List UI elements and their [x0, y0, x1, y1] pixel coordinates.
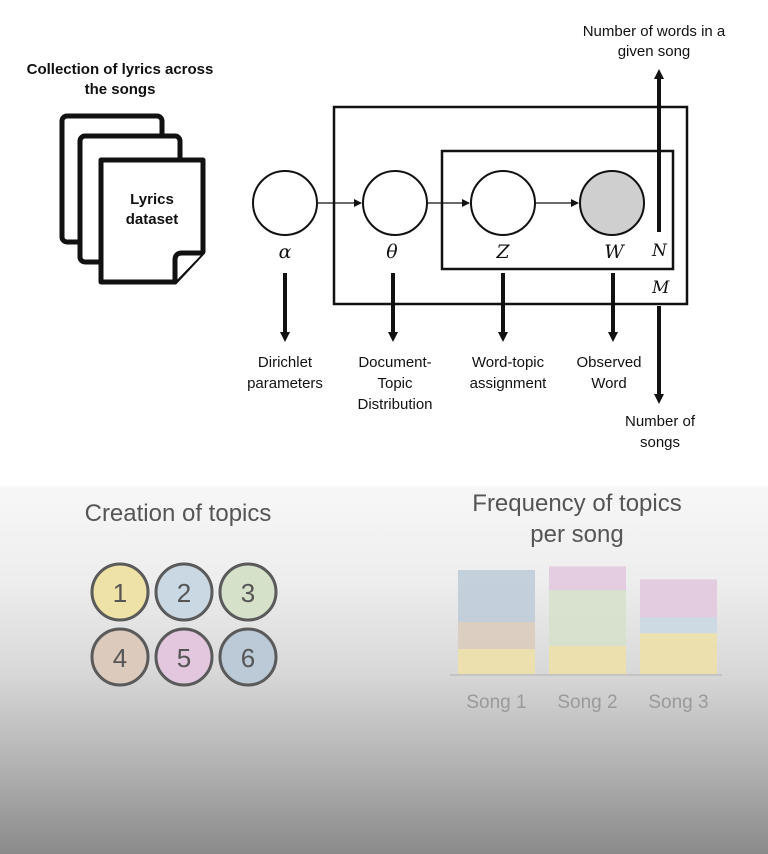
label-alpha-line1: Dirichlet [258, 354, 313, 371]
topic-circle-4 [90, 627, 150, 687]
label-w-line1: Observed [576, 354, 641, 371]
document-stack-icon [59, 113, 206, 285]
topic-circle-3 [218, 562, 278, 622]
node-w-observed [579, 170, 645, 236]
bar-segment-song-2-topic-3 [549, 590, 626, 647]
topics-title: Creation of topics [85, 500, 272, 527]
topic-circle-5 [154, 627, 214, 687]
symbol-w: W [604, 241, 625, 263]
dataset-label-line1: Lyrics [130, 191, 174, 208]
symbol-alpha: α [279, 241, 292, 263]
topic-circle-1 [90, 562, 150, 622]
m-annotation-line2: songs [640, 434, 680, 451]
category-label-3: Song 3 [648, 692, 708, 713]
label-theta-line2: Topic [377, 375, 413, 392]
plate-inner [440, 149, 675, 271]
node-theta [362, 170, 428, 236]
bar-segment-song-2-topic-5 [549, 566, 626, 591]
label-z-line2: assignment [470, 375, 548, 392]
label-theta-line1: Document- [358, 354, 431, 371]
topic-circle-6 [218, 627, 278, 687]
collection-title-line2: the songs [85, 81, 156, 98]
bar-segment-song-3-topic-2 [640, 617, 717, 634]
plate-outer [332, 105, 689, 306]
frequency-chart: Song 1 Song 2 Song 3 [458, 566, 717, 713]
topic-number-3: 3 [241, 578, 255, 608]
plate-outer-label: M [651, 278, 670, 298]
node-alpha [252, 170, 318, 236]
topic-number-5: 5 [177, 643, 191, 673]
category-label-2: Song 2 [557, 692, 617, 713]
bar-segment-song-1-topic-1 [458, 649, 535, 674]
bar-segment-song-1-topic-6 [458, 570, 535, 622]
bar-segment-song-1-topic-4 [458, 622, 535, 650]
bar-segment-song-3-topic-5 [640, 579, 717, 618]
freq-title-line2: per song [530, 521, 623, 548]
bar-segment-song-3-topic-1 [640, 633, 717, 674]
plate-inner-label: N [651, 241, 668, 261]
bar-segment-song-2-topic-1 [549, 646, 626, 674]
label-theta-line3: Distribution [357, 396, 432, 413]
topic-circle-2 [154, 562, 214, 622]
symbol-z: Z [495, 241, 510, 263]
topic-number-4: 4 [113, 643, 127, 673]
topic-number-2: 2 [177, 578, 191, 608]
n-annotation-line2: given song [618, 43, 691, 60]
symbol-theta: θ [386, 241, 398, 263]
label-alpha-line2: parameters [247, 375, 323, 392]
n-annotation-line1: Number of words in a [583, 23, 726, 40]
node-z [470, 170, 536, 236]
label-w-line2: Word [591, 375, 627, 392]
m-annotation-line1: Number of [625, 413, 696, 430]
label-z-line1: Word-topic [472, 354, 545, 371]
collection-title-line1: Collection of lyrics across [27, 61, 214, 78]
category-label-1: Song 1 [466, 692, 526, 713]
freq-title-line1: Frequency of topics [472, 490, 681, 517]
topic-circles: 1 2 3 4 5 6 [90, 562, 278, 687]
topic-number-6: 6 [241, 643, 255, 673]
dataset-label-line2: dataset [126, 211, 179, 228]
topic-number-1: 1 [113, 578, 127, 608]
